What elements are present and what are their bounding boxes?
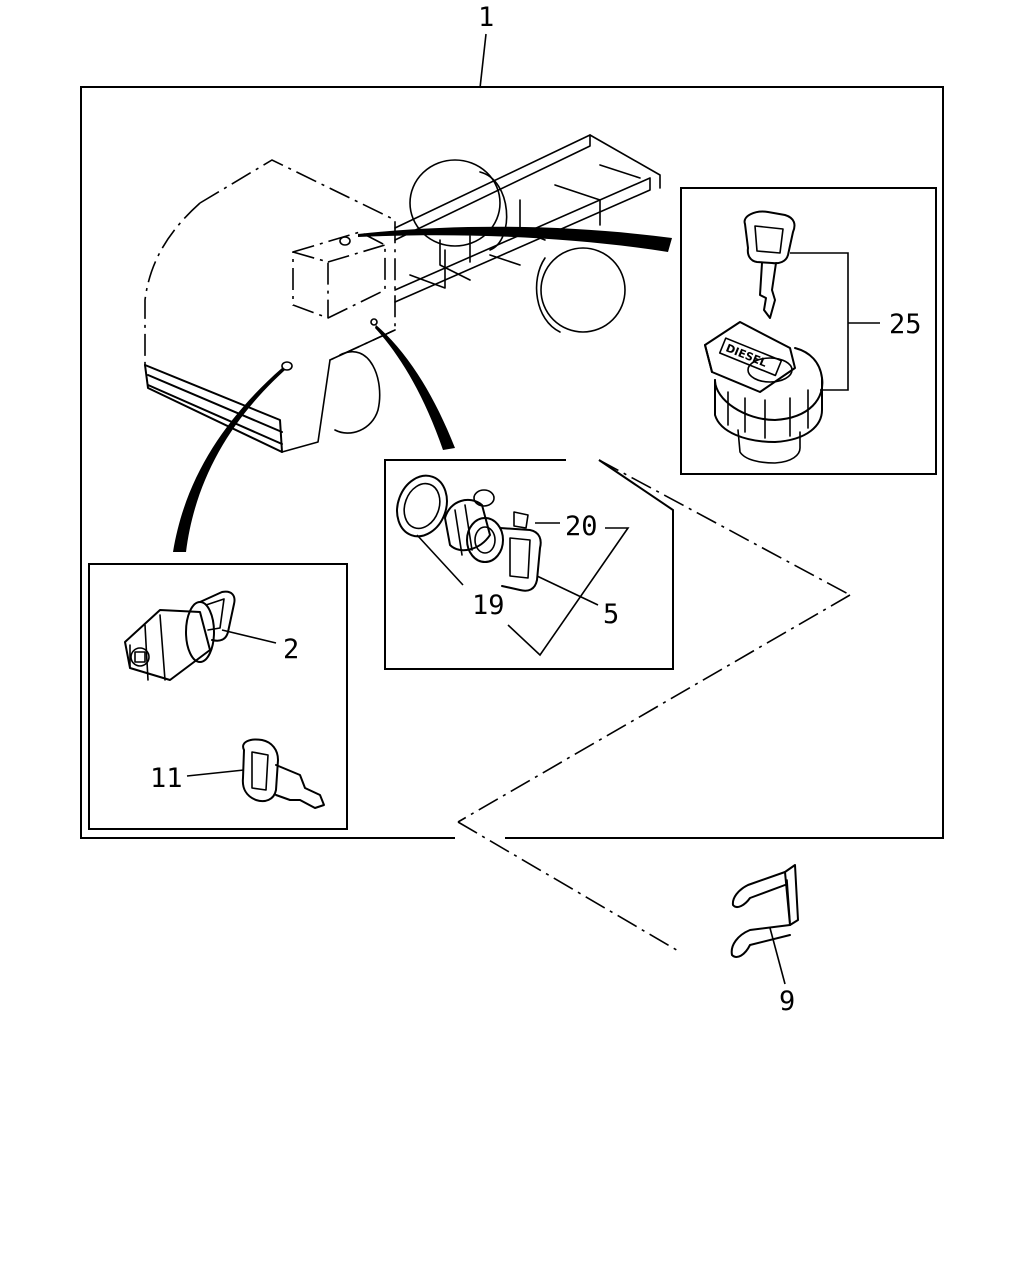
callout-25: 25 [889, 309, 922, 340]
callout-20: 20 [565, 511, 598, 542]
key-icon [743, 210, 796, 319]
pointer-wedge-fuel-cap [358, 226, 672, 252]
fuel-cap-icon: DIESEL [704, 321, 824, 464]
bracket-20-19 [507, 527, 630, 657]
fuel-cap-panel [680, 187, 937, 475]
callout-2: 2 [283, 634, 299, 665]
leader-19 [416, 534, 464, 586]
truck-chassis-icon [144, 134, 661, 453]
lock-cylinder-icon [396, 474, 542, 592]
main-frame [80, 86, 944, 839]
callout-9: 9 [779, 986, 795, 1017]
leader-5 [536, 575, 599, 606]
ignition-switch-icon [124, 590, 236, 681]
leader-11 [186, 769, 245, 777]
callout-1: 1 [478, 2, 494, 33]
pointer-wedge-door-lock [375, 325, 455, 450]
projection-line-clip [457, 821, 681, 953]
leader-1 [479, 33, 487, 89]
ignition-panel [88, 563, 348, 830]
projection-line-upper [598, 459, 851, 596]
door-lock-panel [384, 459, 674, 670]
leader-2 [221, 629, 277, 644]
callout-5: 5 [603, 599, 619, 630]
callout-19: 19 [472, 590, 505, 621]
bracket-25 [790, 252, 849, 391]
leader-9 [769, 927, 786, 985]
pointer-wedge-ignition [173, 368, 285, 552]
retainer-clip-icon [730, 864, 799, 958]
projection-line-lower [457, 594, 851, 823]
callout-11: 11 [150, 763, 183, 794]
ignition-key-icon [241, 738, 325, 809]
